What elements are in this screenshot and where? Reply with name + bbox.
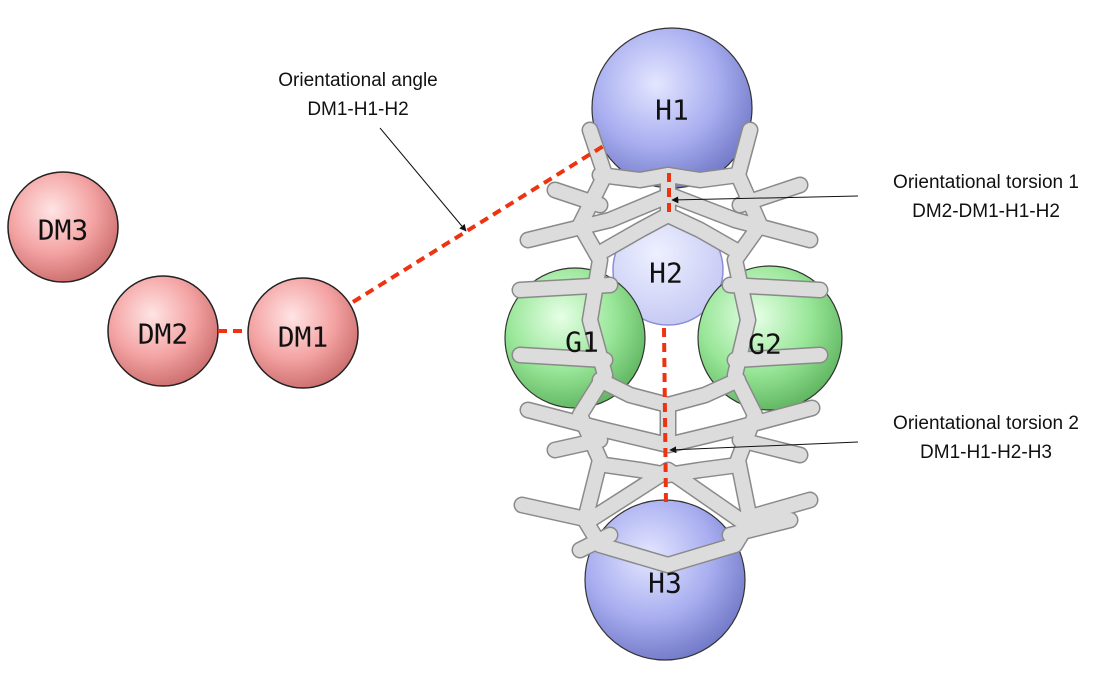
restraint-dm1-h1 <box>351 143 607 304</box>
torsion1-annotation-line1: Orientational torsion 1 <box>893 172 1079 193</box>
label-dm1: DM1 <box>278 321 329 354</box>
angle-pointer <box>379 127 467 232</box>
torsion2-annotation-line2: DM1-H1-H2-H3 <box>920 442 1052 463</box>
label-g1: G1 <box>565 326 599 359</box>
host-molecule-sticks <box>511 121 829 574</box>
torsion1-annotation-line2: DM2-DM1-H1-H2 <box>912 201 1060 222</box>
label-h3: H3 <box>648 567 682 600</box>
label-dm3: DM3 <box>38 214 89 247</box>
torsion1-pointer <box>671 195 859 204</box>
angle-annotation-line2: DM1-H1-H2 <box>307 99 408 120</box>
torsion2-pointer <box>669 441 859 454</box>
label-dm2: DM2 <box>138 318 189 351</box>
dummy-atom-dm3 <box>7 171 119 283</box>
torsion2-annotation-line1: Orientational torsion 2 <box>893 413 1079 434</box>
label-h1: H1 <box>655 94 689 127</box>
label-h2: H2 <box>649 257 683 290</box>
restraint-lines <box>218 143 671 506</box>
dummy-atom-dm1 <box>247 277 359 389</box>
angle-annotation-line1: Orientational angle <box>278 70 438 91</box>
label-g2: G2 <box>748 328 782 361</box>
